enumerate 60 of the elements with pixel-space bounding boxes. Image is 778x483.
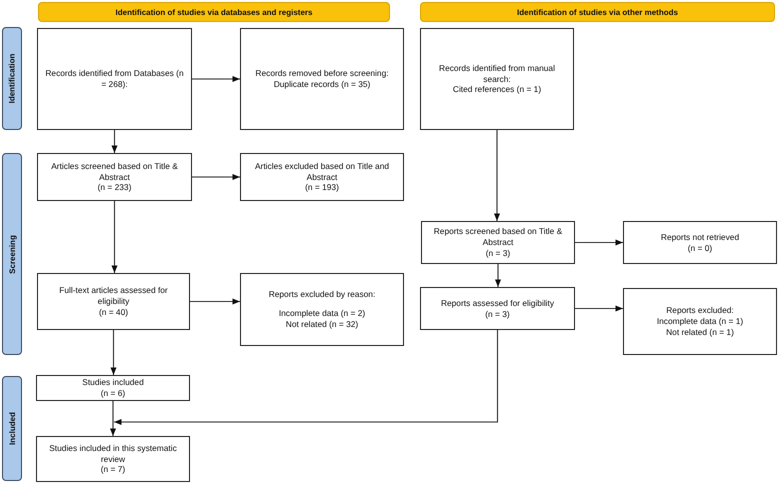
arrow [110,330,117,375]
box-text: (n = 40) [98,306,128,318]
phase-label: Screening [8,234,16,274]
box-text: (n = 6) [100,388,126,399]
box-text: Studies included in this systematic review [48,442,178,464]
process-box [623,288,777,355]
box-text: (n = 233) [98,182,132,194]
box-text: Articles screened based on Title & Abstract [50,160,179,182]
box-text: Records identified from manual search: [438,62,556,84]
box-text: Not related (n = 1) [666,326,734,338]
arrow [190,298,240,305]
process-box [420,287,575,330]
box-text: Reports screened based on Title & Abstract [432,226,564,248]
box-text: Duplicate records (n = 35) [274,79,370,90]
arrow [110,401,116,436]
box-text: Incomplete data (n = 1) [656,316,744,327]
box-text: (n = 3) [485,308,510,320]
process-box [37,153,192,201]
arrow [494,264,502,287]
box-text: Incomplete data (n = 2) [278,308,366,319]
arrow [114,330,498,426]
box-text: Records removed before screening: [255,68,389,79]
arrow [192,174,240,180]
phase-bar [2,376,22,481]
box-text: (n = 0) [688,242,712,254]
process-box [240,273,404,346]
process-box [36,375,190,401]
arrow [575,239,623,246]
phase-label: Identification [8,54,16,104]
box-text: Reports excluded by reason: [268,289,376,300]
process-box [420,28,574,130]
section-header: Identification of studies via databases and registers [38,2,390,22]
section-header: Identification of studies via other methods [420,2,775,22]
arrow [111,201,118,273]
process-box [421,221,575,264]
process-box [37,28,192,130]
process-box [240,28,404,130]
box-text: Records identified from Databases (n = 268): [44,68,185,90]
box-text: Full-text articles assessed for eligibility [58,285,169,307]
phase-label: Included [8,412,16,445]
box-text: (n = 7) [100,464,126,476]
box-text: Reports excluded: [666,305,734,316]
arrow [575,305,623,312]
phase-bar [2,27,22,130]
process-box [240,153,404,201]
box-text: Reports not retrieved [660,232,740,242]
process-box [37,273,190,330]
arrow [111,130,118,153]
box-text: Reports assessed for eligibility [440,298,554,308]
box-text: (n = 3) [486,248,510,259]
process-box [36,436,190,482]
process-box [623,221,777,264]
box-text: Studies included [82,377,144,388]
box-text: Articles excluded based on Title and Abstract [254,160,390,182]
phase-bar [2,153,22,355]
box-text: (n = 193) [305,182,339,194]
box-text: Not related (n = 32) [286,318,358,330]
arrow [494,130,500,221]
box-text: Cited references (n = 1) [452,84,542,96]
arrow [192,76,240,82]
